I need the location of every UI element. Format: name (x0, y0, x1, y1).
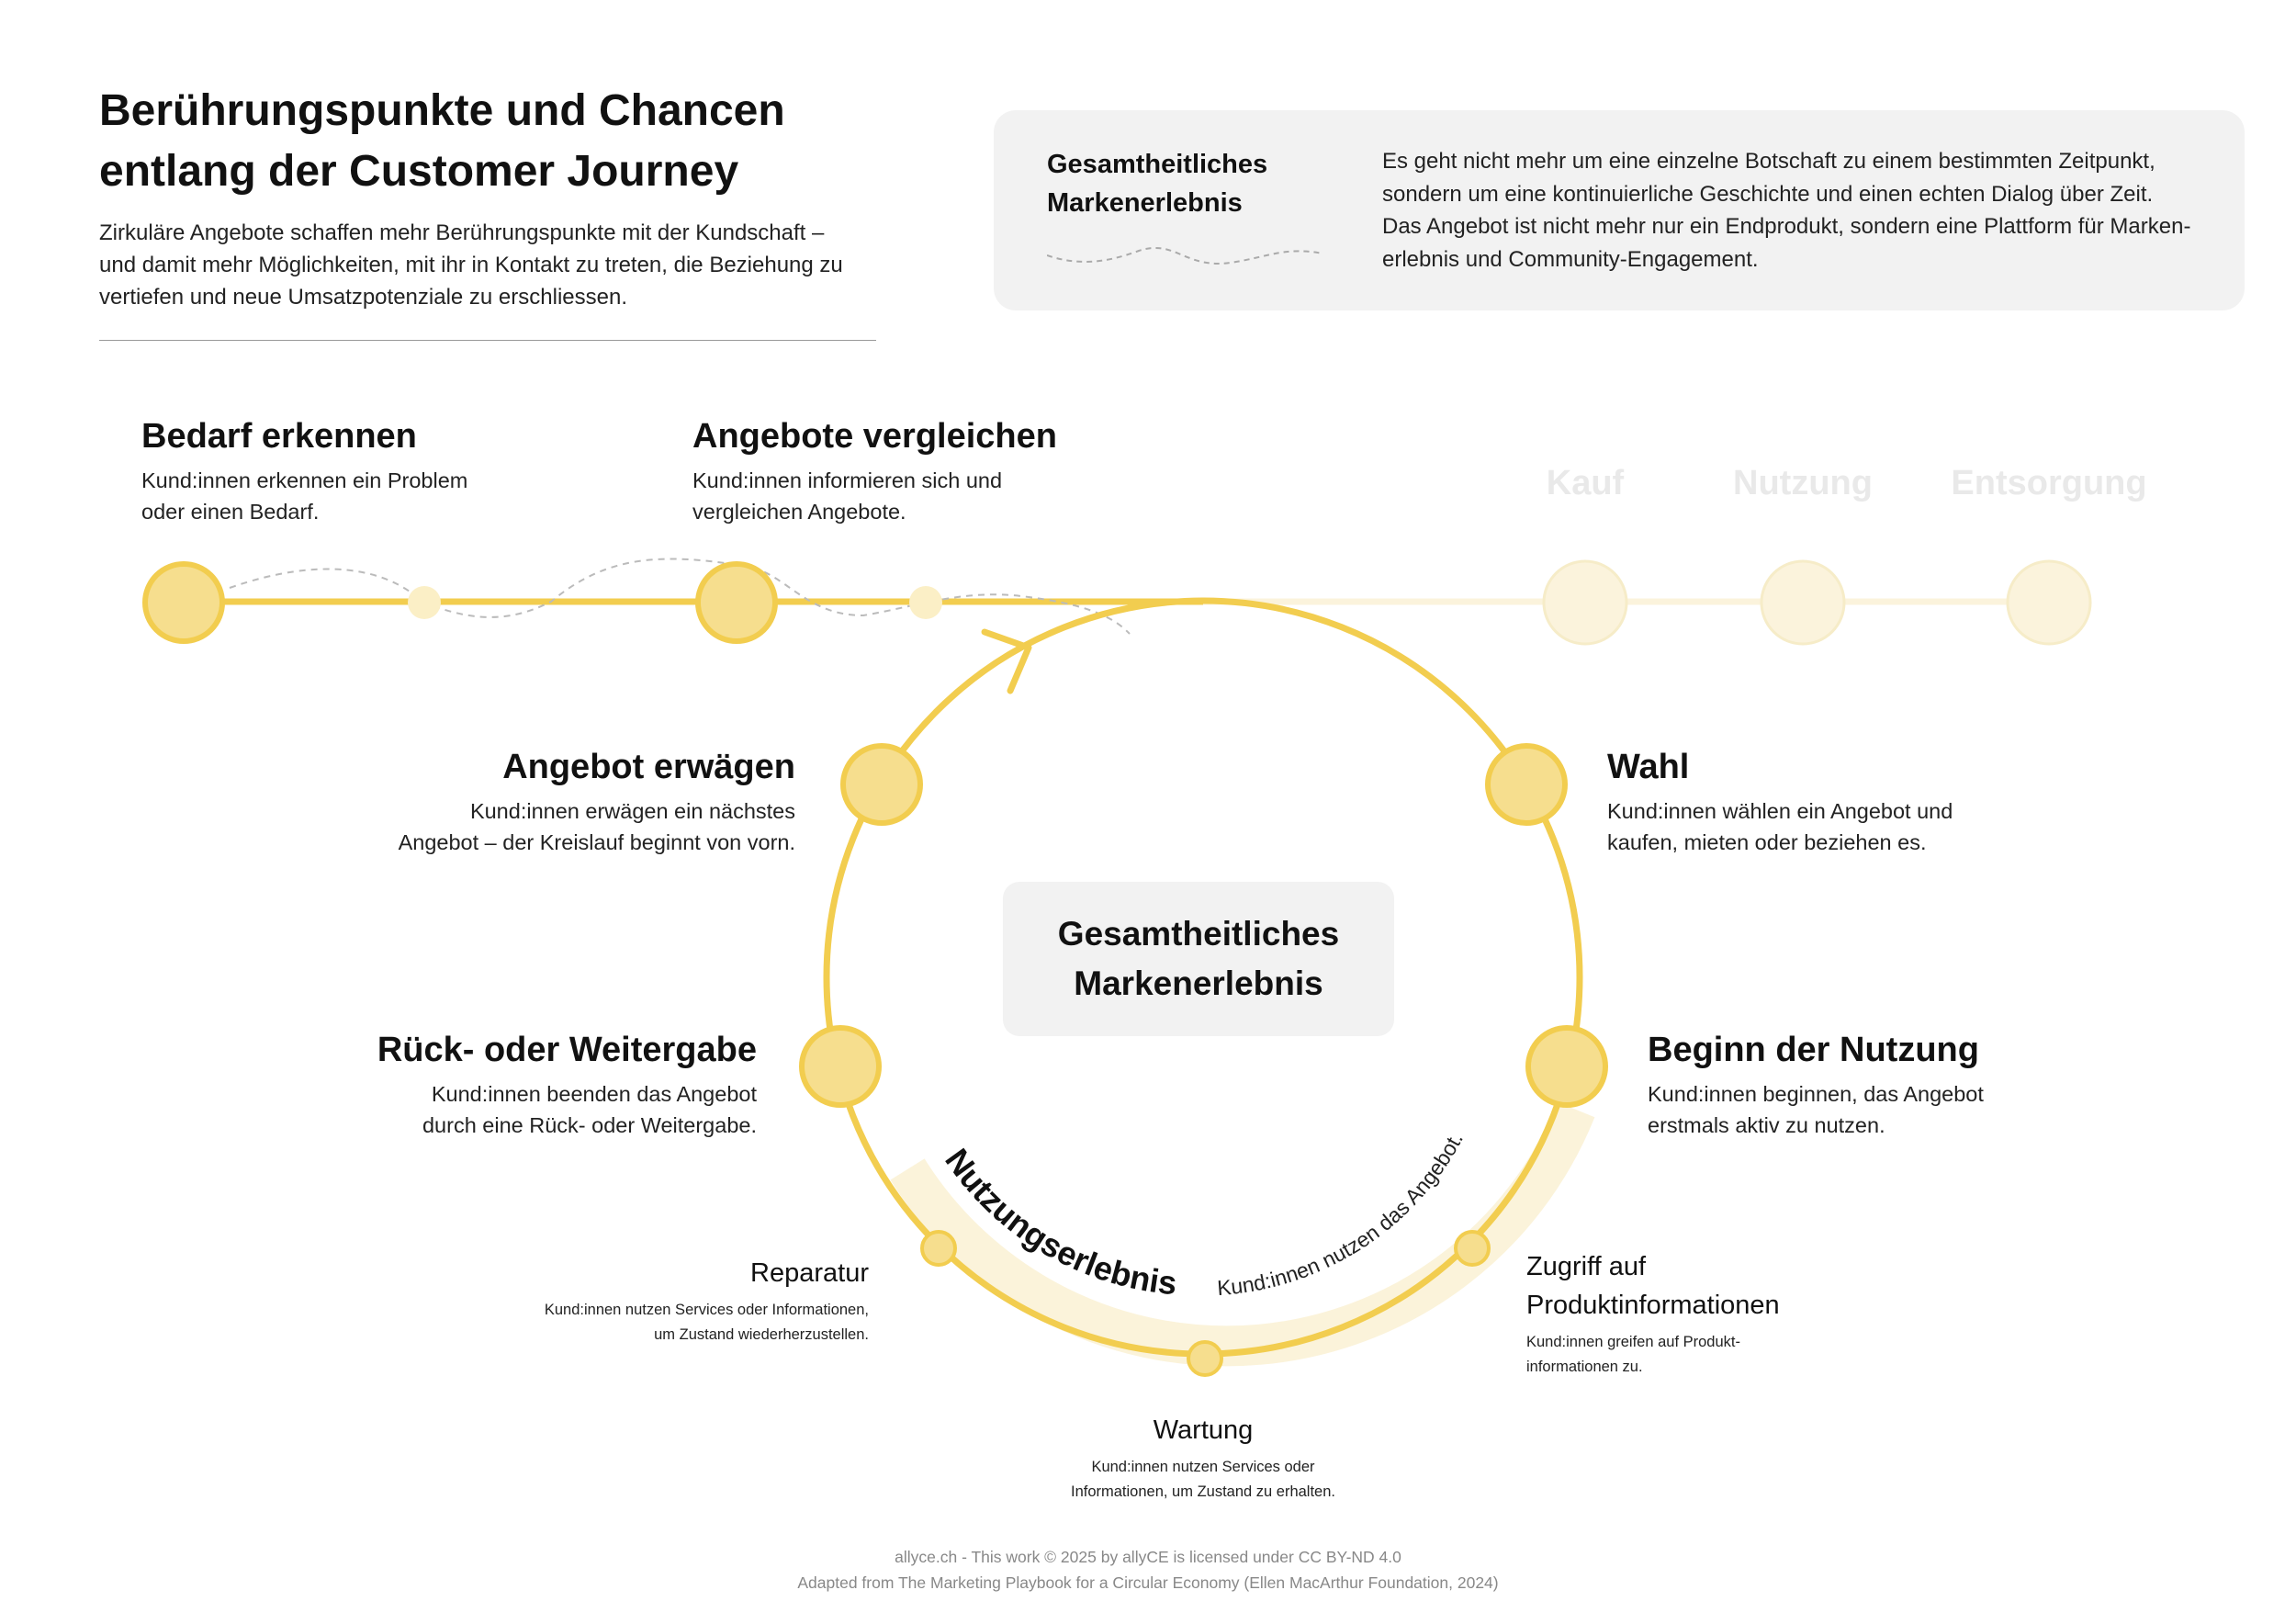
subpoint-description: Kund:innen greifen auf Produkt- informat… (1526, 1330, 1912, 1380)
intro-line-1: Zirkuläre Angebote schaffen mehr Berühru… (99, 220, 825, 245)
intro-line-2: und damit mehr Möglichkeiten, mit ihr in… (99, 253, 843, 277)
stage-description: Kund:innen erwägen ein nächstes Angebot … (367, 795, 795, 858)
subpoint-description-line: informationen zu. (1526, 1359, 1643, 1375)
center-panel (1003, 882, 1394, 1036)
center-label-line-1: Gesamtheitliches (1057, 915, 1340, 953)
intro-text: Zirkuläre Angebote schaffen mehr Berühru… (99, 217, 889, 313)
callout-text-line-1: Es geht nicht mehr um eine einzelne Bots… (1382, 149, 2155, 174)
stage-title: Beginn der Nutzung (1648, 1031, 1979, 1069)
node-angebote-vergleichen (695, 561, 778, 644)
node-wartung (1187, 1340, 1223, 1377)
stage-description: Kund:innen wählen ein Angebot und kaufen… (1607, 795, 2030, 858)
callout-text-line-2: sondern um eine kontinuierliche Geschich… (1382, 181, 2154, 207)
stage-description-line: oder einen Bedarf. (141, 500, 320, 524)
page-title-line-2: entlang der Customer Journey (99, 147, 739, 196)
intro-line-3: vertiefen und neue Umsatzpotenziale zu e… (99, 285, 627, 310)
callout-text-line-3: Das Angebot ist nicht mehr nur ein Endpr… (1382, 214, 2191, 239)
page-title-line-1: Berührungspunkte und Chancen (99, 86, 785, 135)
node-zugriff (1454, 1230, 1491, 1267)
cycle-arrow-icon (981, 628, 1032, 694)
footer-attribution: Adapted from The Marketing Playbook for … (797, 1573, 1499, 1592)
callout-panel (994, 110, 2245, 310)
subpoint-description-line: Informationen, um Zustand zu erhalten. (1071, 1483, 1335, 1500)
subpoint-description-line: Kund:innen nutzen Services oder Informat… (544, 1302, 869, 1318)
center-label: Gesamtheitliches Markenerlebnis (1003, 909, 1394, 1009)
stage-wahl: Wahl Kund:innen wählen ein Angebot und k… (1607, 746, 2030, 858)
callout-title-line-1: Gesamtheitliches (1047, 150, 1268, 179)
callout-title-line-2: Markenerlebnis (1047, 188, 1243, 218)
usage-band (890, 1101, 1595, 1367)
subpoint-title: Wartung (1153, 1415, 1254, 1445)
stage-description-line: erstmals aktiv zu nutzen. (1648, 1113, 1885, 1137)
stage-description: Kund:innen beenden das Angebot durch ein… (276, 1078, 757, 1141)
stage-description-line: kaufen, mieten oder beziehen es. (1607, 830, 1927, 854)
stage-description: Kund:innen erkennen ein Problem oder ein… (141, 465, 467, 527)
dashed-wave-1 (229, 558, 754, 618)
callout-text: Es geht nicht mehr um eine einzelne Bots… (1382, 145, 2227, 276)
intro-divider (99, 340, 876, 341)
subpoint-zugriff: Zugriff auf Produktinformationen Kund:in… (1526, 1247, 1912, 1380)
callout-wave-decoration (1047, 246, 1322, 265)
stage-description-line: Angebot – der Kreislauf beginnt von vorn… (398, 830, 795, 854)
subpoint-title-line: Zugriff auf (1526, 1252, 1647, 1281)
faded-stage-entsorgung: Entsorgung (1951, 464, 2147, 502)
callout-title: Gesamtheitliches Markenerlebnis (1047, 145, 1267, 222)
subpoint-description: Kund:innen nutzen Services oder Informat… (974, 1455, 1433, 1505)
stage-angebote-vergleichen: Angebote vergleichen Kund:innen informie… (692, 415, 1057, 527)
stage-title: Wahl (1607, 748, 1690, 786)
callout-text-line-4: erlebnis und Community-Engagement. (1382, 246, 1759, 272)
stage-title: Bedarf erkennen (141, 417, 417, 456)
subpoint-title: Reparatur (750, 1258, 869, 1288)
stage-description: Kund:innen beginnen, das Angebot erstmal… (1648, 1078, 2070, 1141)
stage-title: Angebote vergleichen (692, 417, 1057, 456)
stage-description-line: vergleichen Angebote. (692, 500, 906, 524)
subpoint-reparatur: Reparatur Kund:innen nutzen Services ode… (459, 1254, 869, 1348)
stage-description-line: durch eine Rück- oder Weitergabe. (422, 1113, 757, 1137)
stage-angebot-erwaegen: Angebot erwägen Kund:innen erwägen ein n… (367, 746, 795, 858)
minor-marker-2 (909, 586, 942, 619)
stage-description-line: Kund:innen beginnen, das Angebot (1648, 1082, 1984, 1106)
node-reparatur (920, 1230, 957, 1267)
stage-description: Kund:innen informieren sich und vergleic… (692, 465, 1057, 527)
node-rueckgabe (799, 1025, 882, 1108)
node-bedarf-erkennen (142, 561, 225, 644)
subpoint-description: Kund:innen nutzen Services oder Informat… (459, 1298, 869, 1348)
node-angebot-erwaegen (840, 743, 923, 826)
node-entsorgung (2006, 559, 2092, 646)
subpoint-wartung: Wartung Kund:innen nutzen Services oder … (974, 1411, 1433, 1505)
faded-stage-nutzung: Nutzung (1733, 464, 1873, 502)
stage-description-line: Kund:innen erwägen ein nächstes (469, 799, 795, 823)
stage-rueckgabe: Rück- oder Weitergabe Kund:innen beenden… (276, 1029, 757, 1141)
stage-beginn-nutzung: Beginn der Nutzung Kund:innen beginnen, … (1648, 1029, 2070, 1141)
node-kauf (1542, 559, 1628, 646)
minor-marker-1 (408, 586, 441, 619)
stage-bedarf-erkennen: Bedarf erkennen Kund:innen erkennen ein … (141, 415, 467, 527)
center-label-line-2: Markenerlebnis (1074, 964, 1323, 1002)
stage-description-line: Kund:innen beenden das Angebot (431, 1082, 757, 1106)
stage-title: Angebot erwägen (502, 748, 795, 786)
stage-description-line: Kund:innen wählen ein Angebot und (1607, 799, 1953, 823)
node-wahl (1485, 743, 1568, 826)
page-title: Berührungspunkte und Chancen entlang der… (99, 81, 926, 202)
node-nutzung (1760, 559, 1846, 646)
stage-description-line: Kund:innen informieren sich und (692, 468, 1003, 492)
node-beginn-nutzung (1525, 1025, 1608, 1108)
subpoint-description-line: um Zustand wiederherzustellen. (654, 1326, 869, 1343)
stage-description-line: Kund:innen erkennen ein Problem (141, 468, 468, 492)
footer-license: allyce.ch - This work © 2025 by allyCE i… (895, 1548, 1401, 1566)
faded-stage-kauf: Kauf (1546, 464, 1625, 502)
subpoint-title-line: Produktinformationen (1526, 1291, 1780, 1320)
stage-title: Rück- oder Weitergabe (377, 1031, 757, 1069)
subpoint-description-line: Kund:innen greifen auf Produkt- (1526, 1334, 1740, 1350)
subpoint-description-line: Kund:innen nutzen Services oder (1091, 1459, 1315, 1475)
